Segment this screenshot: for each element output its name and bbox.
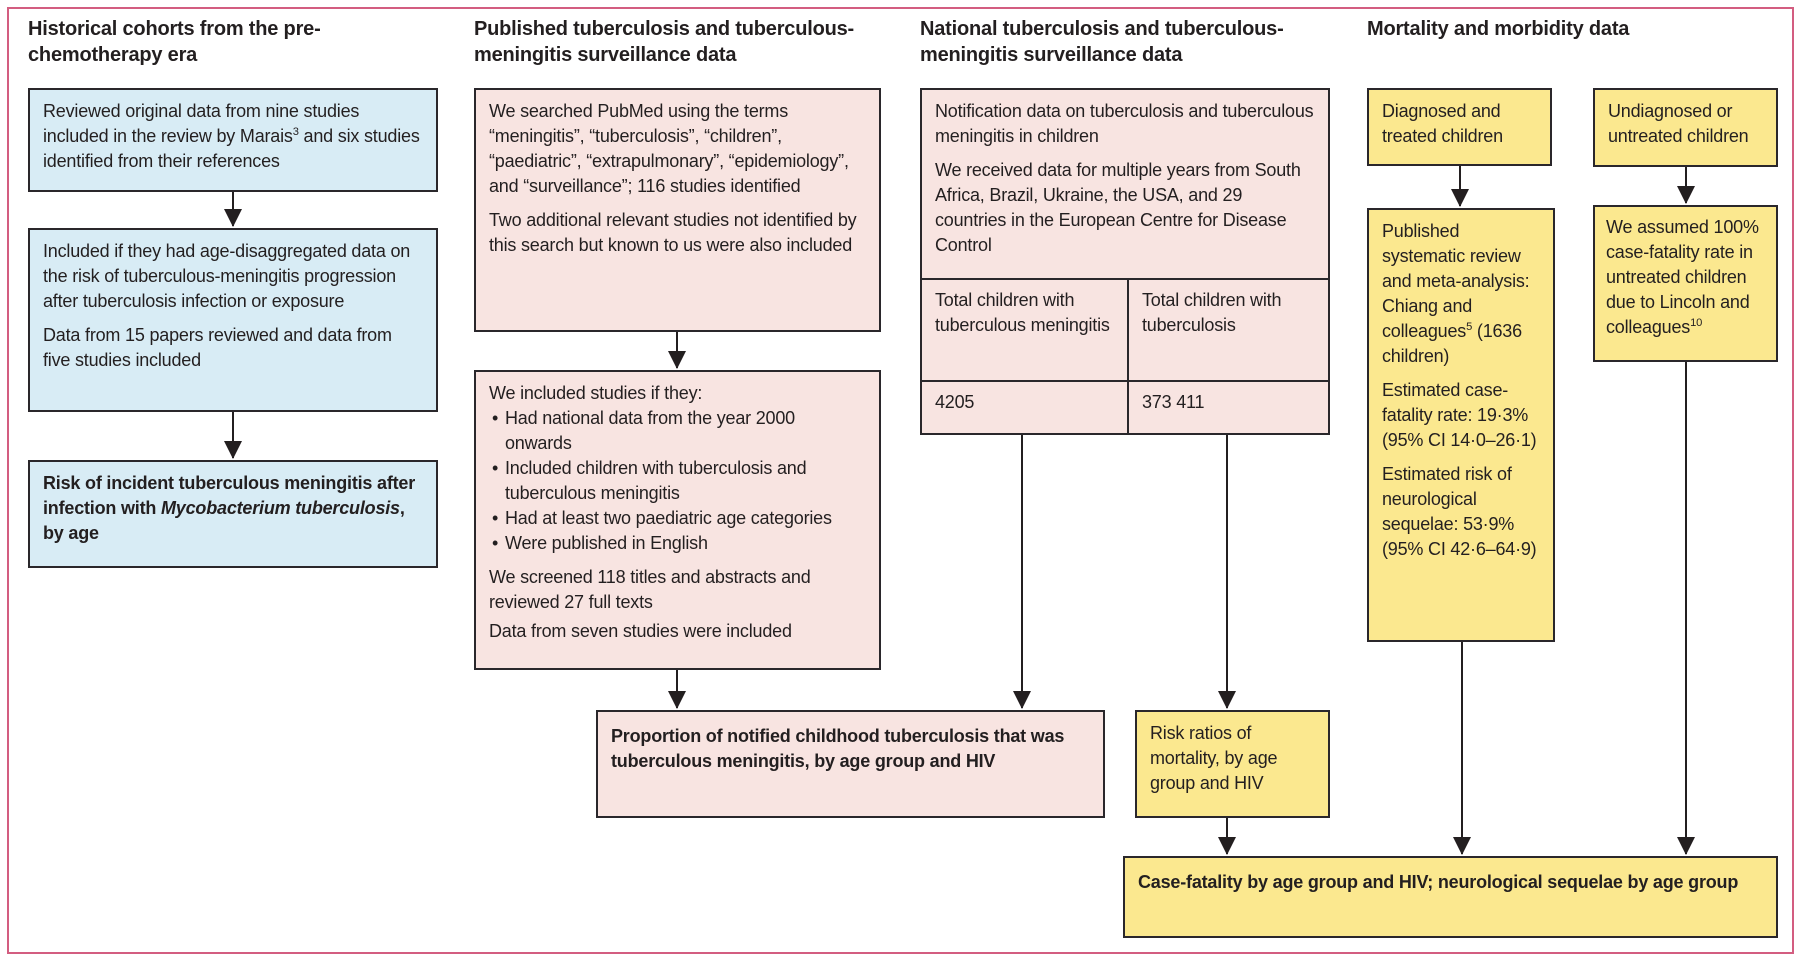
box-text: We received data for multiple years from… [935,160,1301,255]
box-diagnosed-children: Diagnosed and treated children [1367,88,1552,166]
box-text: We included studies if they: [489,383,703,403]
table-header-tbm: Total children with tuberculous meningit… [935,290,1110,335]
inclusion-criteria-list: Had national data from the year 2000 onw… [489,406,866,556]
box-text: Proportion of notified childhood tubercu… [611,726,1065,771]
box-text: Reviewed original data from nine studies… [43,101,420,171]
box-undiagnosed-children: Undiagnosed or untreated children [1593,88,1778,167]
box-outcome-risk-incident-tbm: Risk of incident tuberculous meningitis … [28,460,438,568]
box-outcome-risk-ratios: Risk ratios of mortality, by age group a… [1135,710,1330,818]
box-chiang-review: Published systematic review and meta-ana… [1367,208,1555,642]
box-text: Risk of incident tuberculous meningitis … [43,473,416,543]
inclusion-criterion: Were published in English [489,531,866,556]
box-text: Data from seven studies were included [489,621,792,641]
table-header-row: Total children with tuberculous meningit… [922,278,1328,380]
box-notification-data: Notification data on tuberculosis and tu… [920,88,1330,435]
box-text: Included if they had age-disaggregated d… [43,241,411,311]
box-pubmed-search: We searched PubMed using the terms “meni… [474,88,881,332]
table-value-tb: 373 411 [1127,382,1328,433]
box-text: Two additional relevant studies not iden… [489,210,857,255]
column-header-published: Published tuberculosis and tuberculous-m… [474,18,855,66]
inclusion-criterion: Had national data from the year 2000 onw… [489,406,866,456]
column-header-historical: Historical cohorts from the pre-chemothe… [28,18,321,66]
box-reviewed-studies: Reviewed original data from nine studies… [28,88,438,192]
box-text: Estimated case-fatality rate: 19·3% (95%… [1382,380,1537,450]
box-outcome-case-fatality: Case-fatality by age group and HIV; neur… [1123,856,1778,938]
box-text: We assumed 100% case-fatality rate in un… [1606,217,1759,337]
inclusion-criterion: Included children with tuberculosis and … [489,456,866,506]
box-text: Undiagnosed or untreated children [1608,101,1749,146]
box-text: Estimated risk of neurological sequelae:… [1382,464,1537,559]
box-text: Published systematic review and meta-ana… [1382,221,1530,366]
box-outcome-proportion: Proportion of notified childhood tubercu… [596,710,1105,818]
box-study-inclusion: We included studies if they: Had nationa… [474,370,881,670]
box-text: Data from 15 papers reviewed and data fr… [43,325,392,370]
table-value-tbm: 4205 [935,392,975,412]
box-inclusion-criteria-historical: Included if they had age-disaggregated d… [28,228,438,412]
inclusion-criterion: Had at least two paediatric age categori… [489,506,866,531]
box-text: Risk ratios of mortality, by age group a… [1150,723,1278,793]
column-header-mortality: Mortality and morbidity data [1367,18,1630,40]
box-assumed-case-fatality: We assumed 100% case-fatality rate in un… [1593,205,1778,362]
box-text: We screened 118 titles and abstracts and… [489,567,811,612]
table-value-row: 4205 373 411 [922,380,1328,433]
column-header-national: National tuberculosis and tuberculous-me… [920,18,1284,66]
notification-text: Notification data on tuberculosis and tu… [922,90,1328,278]
box-text: Diagnosed and treated children [1382,101,1503,146]
table-header-tb: Total children with tuberculosis [1127,280,1328,380]
box-text: We searched PubMed using the terms “meni… [489,101,849,196]
box-text: Notification data on tuberculosis and tu… [935,101,1314,146]
box-text: Case-fatality by age group and HIV; neur… [1138,872,1739,892]
